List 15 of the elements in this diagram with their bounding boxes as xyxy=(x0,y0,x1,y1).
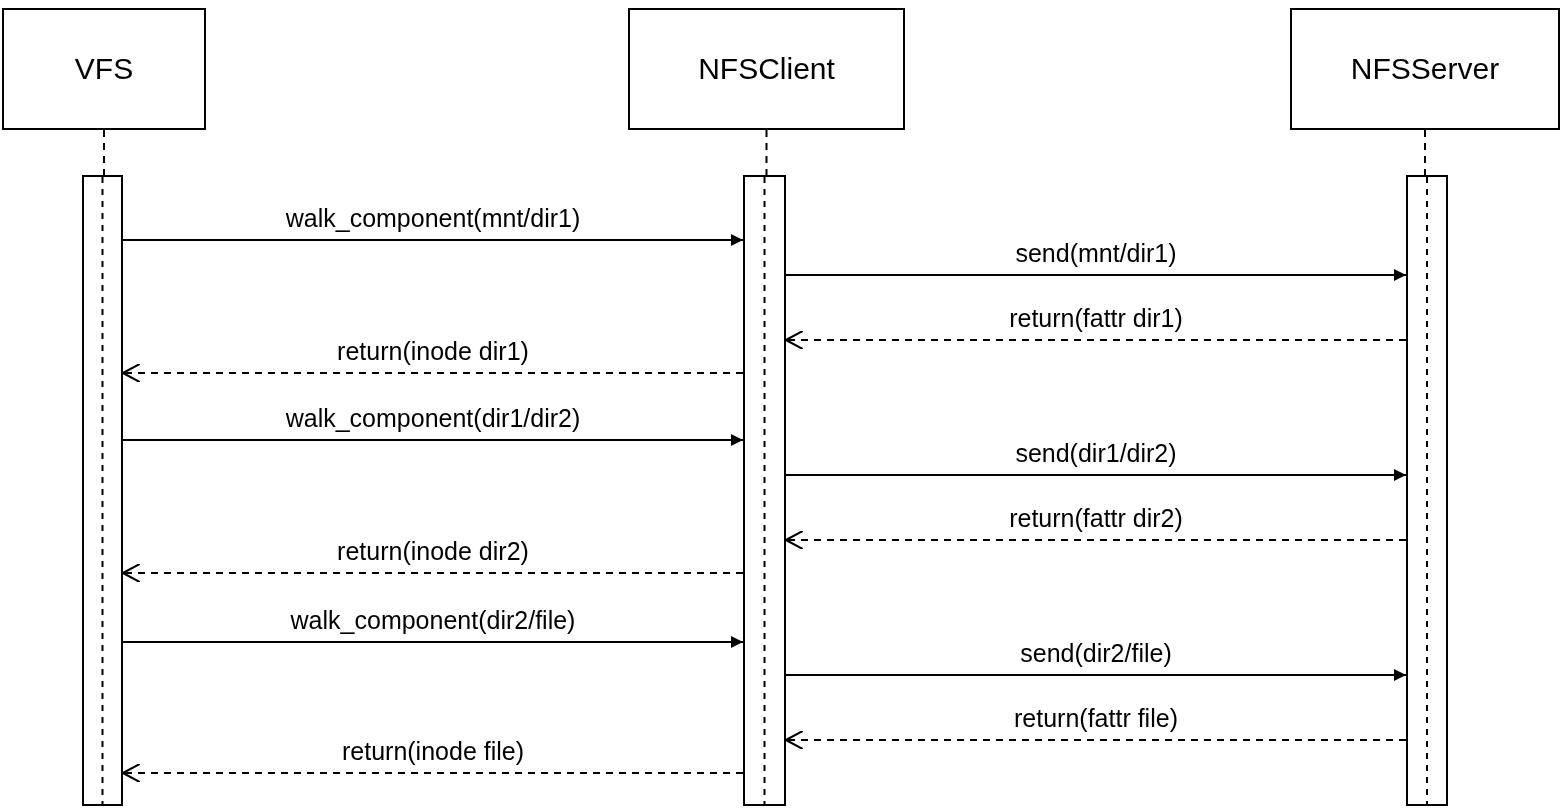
lifeline-head: NFSClient xyxy=(628,8,905,130)
lifeline xyxy=(1424,129,1426,176)
lifeline xyxy=(765,129,768,176)
arrow xyxy=(785,669,1407,681)
activation-bar xyxy=(82,175,123,806)
activation-bar xyxy=(743,175,786,806)
arrow xyxy=(122,434,744,446)
arrow xyxy=(122,636,744,648)
arrow xyxy=(785,469,1407,481)
lifeline xyxy=(103,129,105,176)
activation-bar xyxy=(1406,175,1448,806)
arrow xyxy=(785,269,1407,281)
arrow xyxy=(122,234,744,246)
lifeline-head: VFS xyxy=(2,8,206,130)
lifeline-head: NFSServer xyxy=(1290,8,1560,130)
